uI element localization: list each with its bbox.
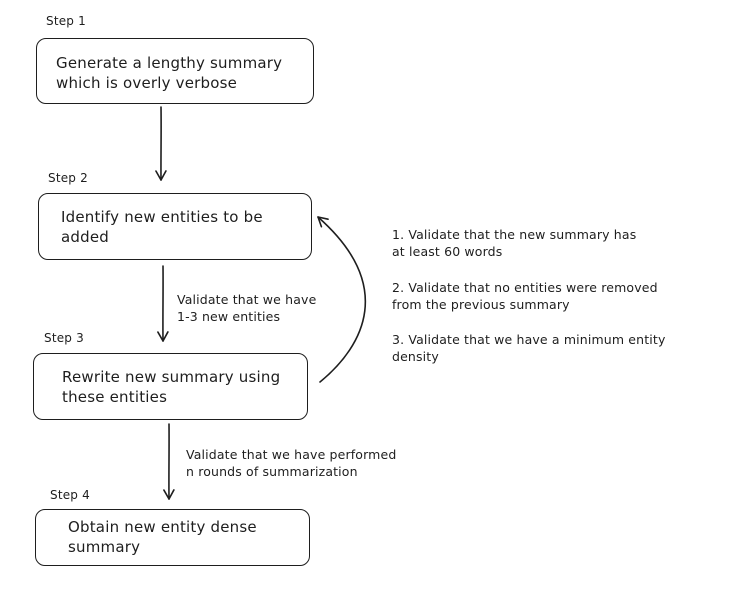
validation-note-3: 3. Validate that we have a minimum entit… bbox=[392, 331, 666, 365]
step-1-text: Generate a lengthy summary which is over… bbox=[56, 53, 282, 93]
arrow-step3-loop-to-step2 bbox=[317, 216, 367, 383]
edge-label-step3-to-step4: Validate that we have performed n rounds… bbox=[186, 446, 396, 480]
step-4-text: Obtain new entity dense summary bbox=[68, 517, 257, 557]
step-2-box bbox=[38, 193, 312, 260]
step-4-text-line: Obtain new entity dense bbox=[68, 518, 257, 536]
validation-note-1: 1. Validate that the new summary has at … bbox=[392, 226, 636, 260]
step-2-label: Step 2 bbox=[48, 171, 88, 185]
step-4-text-line: summary bbox=[68, 538, 141, 556]
validation-note-line: 1. Validate that the new summary has bbox=[392, 227, 637, 242]
edge-label-step2-to-step3: Validate that we have 1-3 new entities bbox=[177, 291, 316, 325]
edge-label-line: n rounds of summarization bbox=[186, 464, 358, 479]
validation-note-line: 2. Validate that no entities were remove… bbox=[392, 280, 658, 295]
step-1-box bbox=[36, 38, 314, 104]
step-3-text: Rewrite new summary using these entities bbox=[62, 367, 280, 407]
step-1-text-line: Generate a lengthy summary bbox=[56, 54, 283, 72]
step-4-box bbox=[35, 509, 310, 566]
step-3-text-line: these entities bbox=[62, 388, 168, 406]
step-3-label: Step 3 bbox=[44, 331, 84, 345]
validation-note-2: 2. Validate that no entities were remove… bbox=[392, 279, 658, 313]
edge-label-line: Validate that we have bbox=[177, 292, 317, 307]
step-3-box bbox=[33, 353, 308, 420]
validation-note-line: from the previous summary bbox=[392, 297, 570, 312]
step-4-label: Step 4 bbox=[50, 488, 90, 502]
validation-note-line: density bbox=[392, 349, 439, 364]
step-1-text-line: which is overly verbose bbox=[56, 74, 238, 92]
edge-label-line: 1-3 new entities bbox=[177, 309, 281, 324]
step-3-text-line: Rewrite new summary using bbox=[62, 368, 281, 386]
validation-note-line: at least 60 words bbox=[392, 244, 503, 259]
step-2-text-line: added bbox=[61, 228, 109, 246]
edge-label-line: Validate that we have performed bbox=[186, 447, 397, 462]
step-1-label: Step 1 bbox=[46, 14, 86, 28]
validation-note-line: 3. Validate that we have a minimum entit… bbox=[392, 332, 666, 347]
step-2-text: Identify new entities to be added bbox=[61, 207, 263, 247]
step-2-text-line: Identify new entities to be bbox=[61, 208, 263, 226]
